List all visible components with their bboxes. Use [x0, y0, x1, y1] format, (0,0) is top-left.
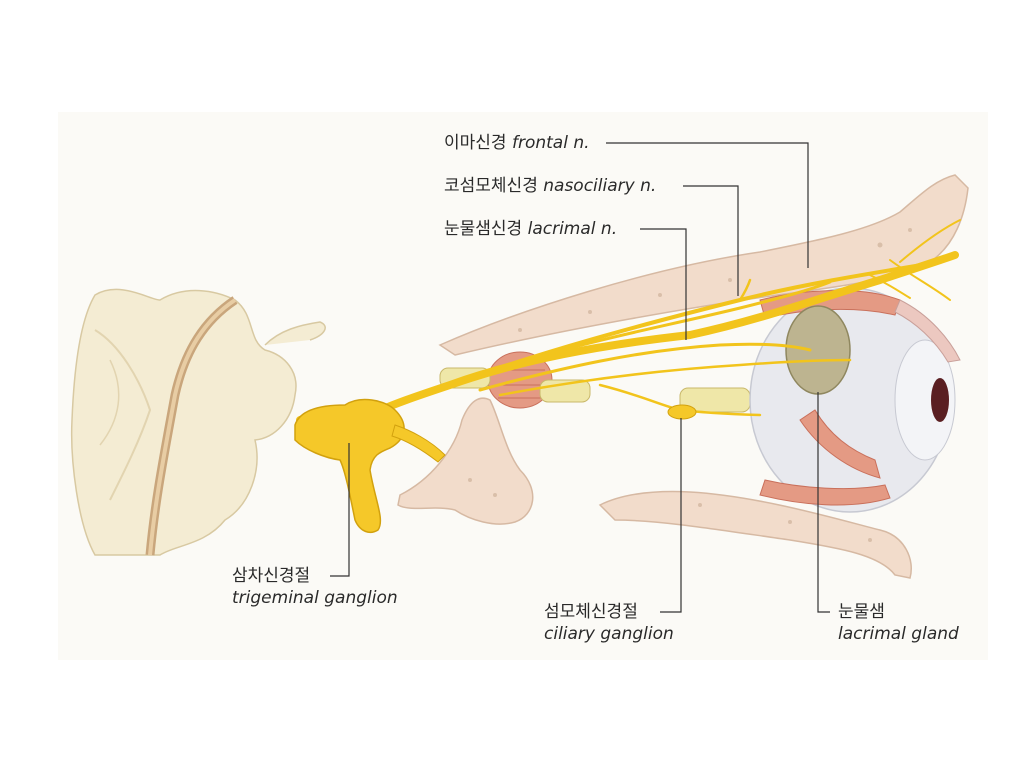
orbital-floor-bone [598, 490, 912, 579]
label-nasociliary-en: nasociliary n. [543, 176, 657, 196]
label-lacrimal-n-en: lacrimal n. [527, 219, 618, 239]
label-frontal-nerve: 이마신경 frontal n. [444, 132, 590, 154]
label-nasociliary-ko: 코섬모체신경 [444, 176, 538, 196]
nerves [296, 219, 961, 424]
lacrimal-gland [785, 305, 851, 395]
leader-lines [330, 142, 830, 613]
label-lacrimal-gland-en: lacrimal gland [838, 624, 959, 644]
label-ciliary-ko: 섬모체신경절 [544, 602, 638, 622]
label-lacrimal-gland: 눈물샘 lacrimal gland [838, 601, 959, 645]
label-frontal-en: frontal n. [511, 133, 590, 153]
label-ciliary-ganglion: 섬모체신경절 ciliary ganglion [544, 601, 674, 645]
ciliary-ganglion [667, 404, 697, 420]
label-nasociliary-nerve: 코섬모체신경 nasociliary n. [444, 175, 656, 197]
label-lacrimal-nerve: 눈물샘신경 lacrimal n. [444, 218, 617, 240]
trigeminal-ganglion [294, 398, 446, 533]
sphenoid-bone [397, 397, 534, 525]
label-frontal-ko: 이마신경 [444, 133, 507, 153]
label-ciliary-en: ciliary ganglion [544, 624, 674, 644]
eyeball [749, 287, 961, 513]
label-lacrimal-gland-ko: 눈물샘 [838, 602, 885, 622]
label-trigeminal-ko: 삼차신경절 [232, 566, 311, 586]
label-trigeminal-ganglion: 삼차신경절 trigeminal ganglion [232, 565, 398, 609]
label-trigeminal-en: trigeminal ganglion [232, 588, 398, 608]
label-lacrimal-n-ko: 눈물샘신경 [444, 219, 523, 239]
brainstem [70, 288, 326, 556]
